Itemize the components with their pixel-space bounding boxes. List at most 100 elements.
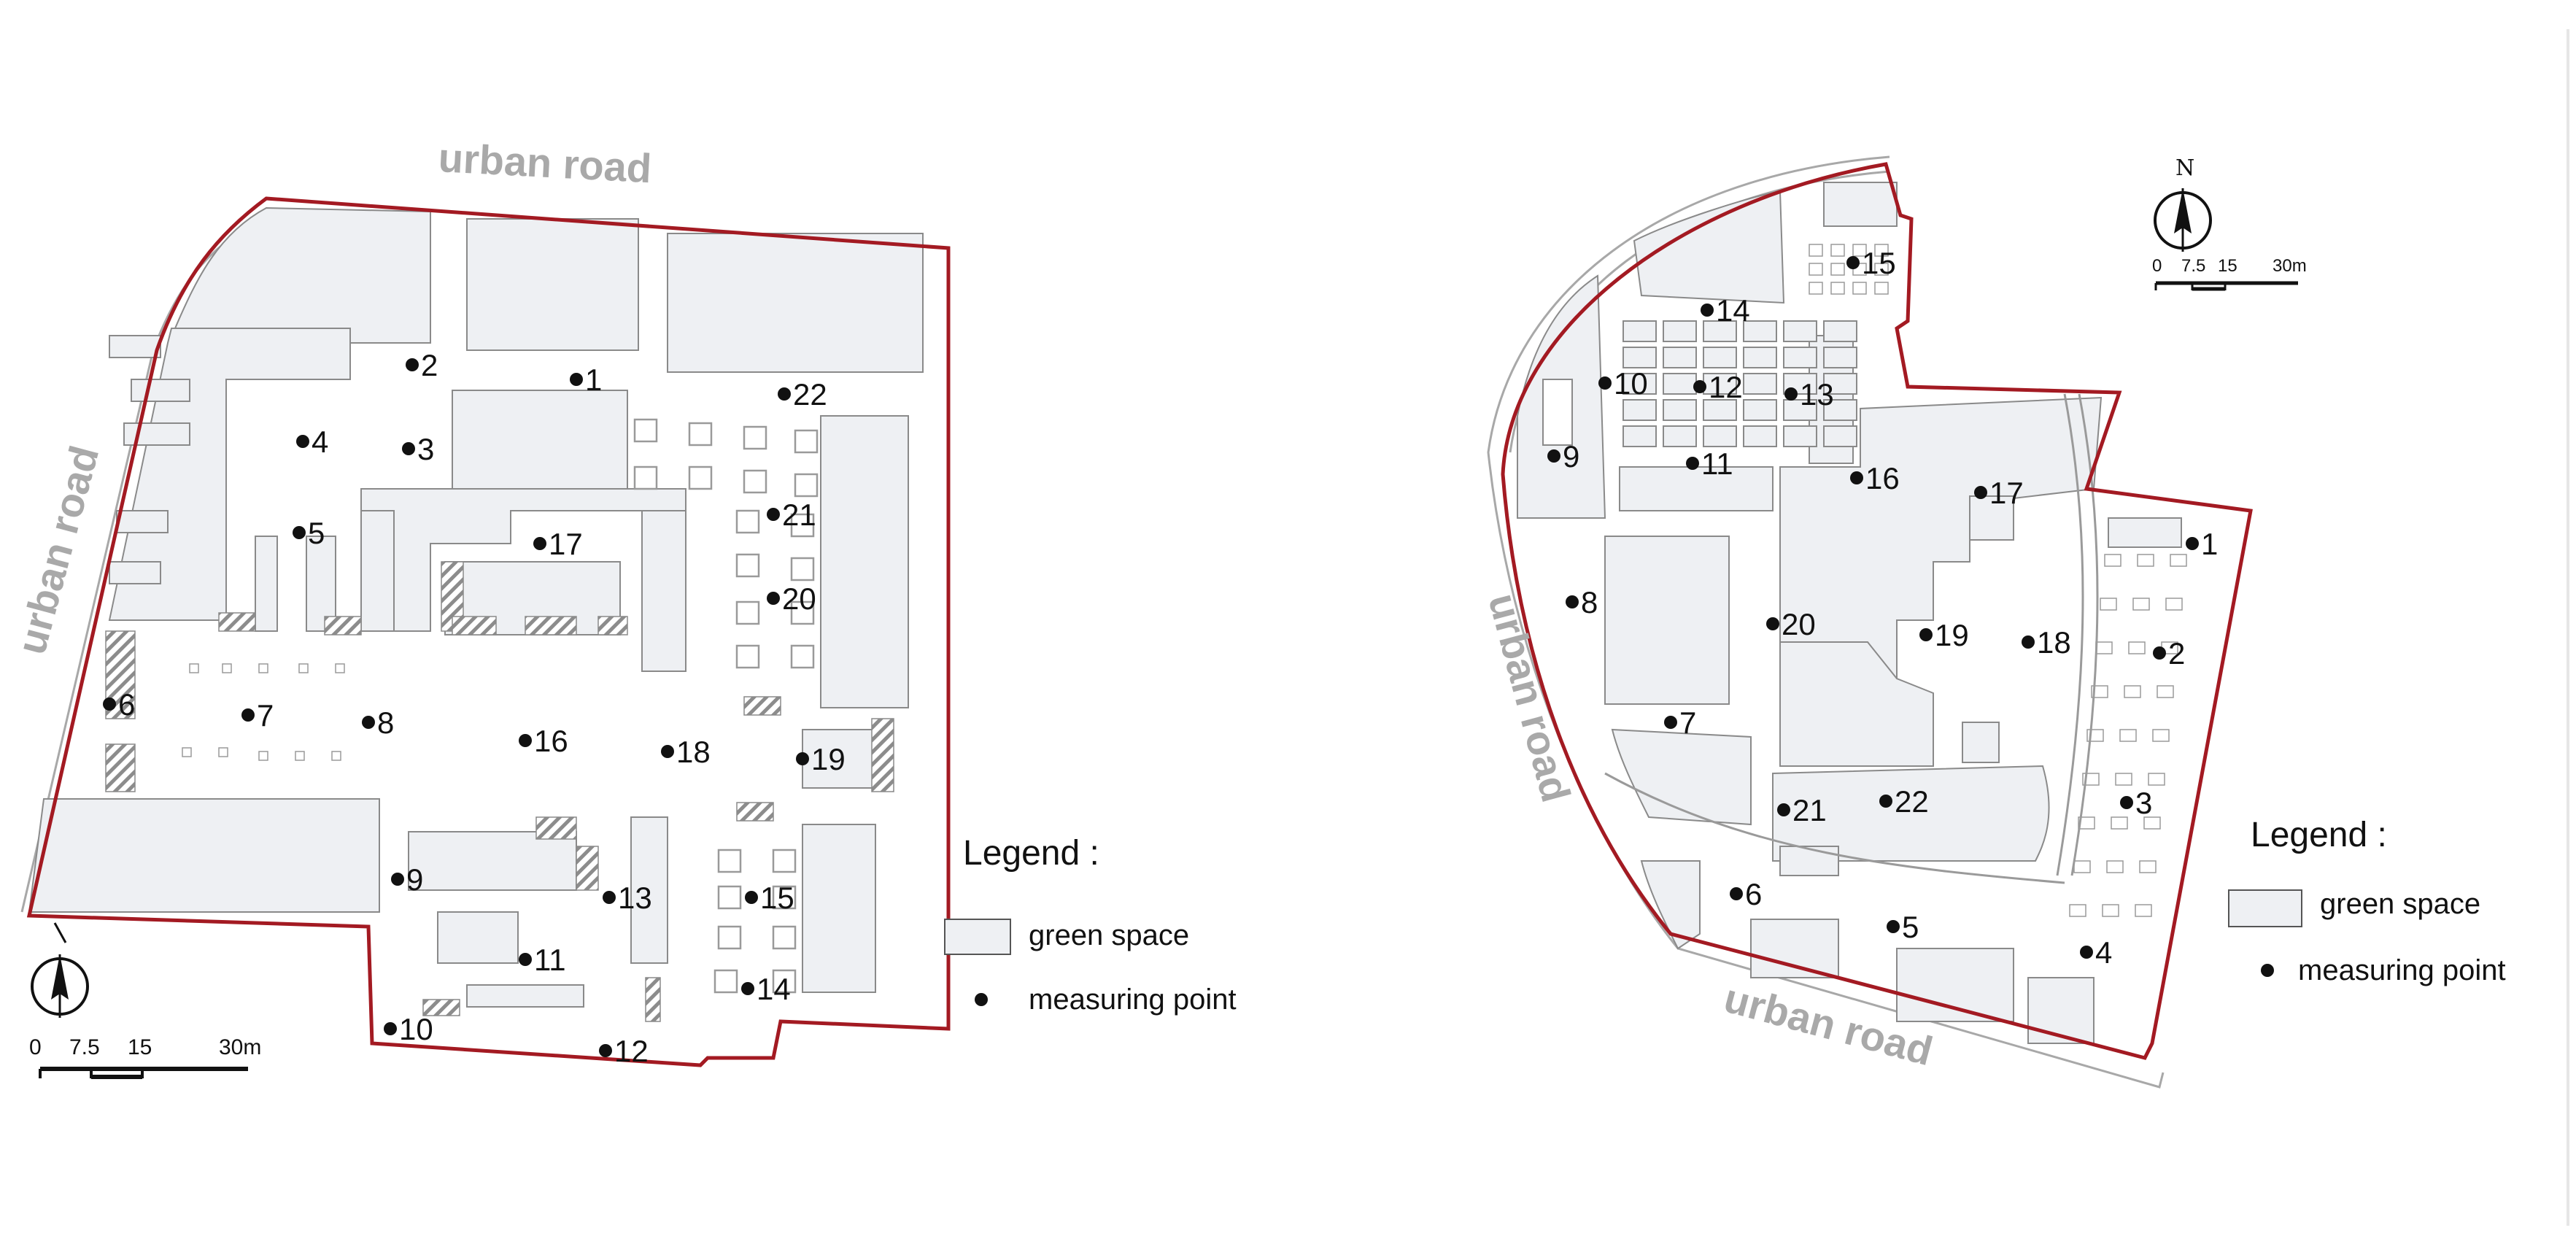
left-measuring-point-icon-18 — [661, 745, 674, 758]
left-measuring-point-label-13: 13 — [618, 881, 652, 915]
right-paving-tile — [1703, 425, 1737, 447]
right-measuring-point-icon-9 — [1547, 449, 1560, 463]
right-small-planter — [2095, 641, 2113, 654]
left-measuring-point-label-12: 12 — [614, 1034, 649, 1068]
left-measuring-point-icon-7 — [241, 708, 255, 722]
right-measuring-point-label-8: 8 — [1581, 585, 1598, 619]
right-paving-tile — [1663, 399, 1697, 421]
left-measuring-point-label-18: 18 — [676, 735, 711, 769]
right-measuring-point-label-20: 20 — [1782, 607, 1816, 641]
left-hatched-areas — [105, 561, 894, 1022]
left-measuring-point-icon-21 — [767, 508, 780, 521]
right-measuring-point-label-19: 19 — [1935, 618, 1969, 652]
right-measuring-point-label-3: 3 — [2135, 786, 2152, 820]
right-small-planter — [1874, 244, 1889, 257]
right-small-planter — [2104, 554, 2121, 567]
right-legend-point-label: measuring point — [2298, 954, 2506, 986]
left-measuring-point-label-14: 14 — [757, 972, 791, 1006]
right-small-planter — [2170, 554, 2187, 567]
right-legend-point-icon — [2261, 964, 2274, 977]
left-planters — [182, 418, 819, 994]
right-paving-tile — [1703, 347, 1737, 368]
left-measuring-point-label-8: 8 — [377, 706, 394, 740]
left-site-boundary — [26, 196, 951, 1067]
left-road-label-left: urban road — [8, 441, 108, 659]
left-measuring-point-label-1: 1 — [585, 363, 602, 397]
right-measuring-point-icon-17 — [1974, 486, 1987, 499]
left-legend-point-icon — [975, 993, 988, 1006]
right-measuring-point-label-10: 10 — [1614, 366, 1648, 401]
left-measuring-point-label-22: 22 — [793, 377, 827, 411]
left-measuring-point-icon-9 — [391, 873, 404, 886]
right-measuring-point-icon-19 — [1919, 628, 1933, 641]
right-measuring-point-label-4: 4 — [2095, 935, 2112, 970]
left-measuring-point-label-21: 21 — [782, 498, 816, 532]
right-measuring-point-label-22: 22 — [1895, 784, 1929, 819]
right-legend-green-label: green space — [2320, 888, 2480, 920]
right-measuring-point-icon-11 — [1686, 457, 1699, 470]
left-green-spaces — [28, 206, 924, 1008]
right-small-planter — [1852, 282, 1867, 295]
left-measuring-point-icon-13 — [603, 891, 616, 904]
right-paving-tile — [1622, 425, 1657, 447]
right-paving-tile — [1663, 347, 1697, 368]
right-paving-tile — [1783, 320, 1817, 342]
left-scale-tick-2: 15 — [128, 1035, 152, 1059]
right-north-arrow-icon: N — [2154, 155, 2212, 252]
right-measuring-point-icon-5 — [1887, 920, 1900, 933]
right-paving-tile — [1622, 399, 1657, 421]
right-small-planter — [1874, 263, 1889, 276]
left-measuring-point-label-10: 10 — [399, 1012, 433, 1046]
right-scale-tick-1: 7.5 — [2181, 256, 2205, 276]
right-measuring-point-label-16: 16 — [1865, 461, 1900, 495]
right-paving-tile — [1703, 399, 1737, 421]
left-scale-bar-icon: 0 7.5 15 30m — [29, 1035, 261, 1079]
right-paving-tile — [1783, 347, 1817, 368]
right-measuring-point-icon-4 — [2080, 946, 2093, 959]
right-measuring-point-label-12: 12 — [1709, 370, 1743, 404]
right-measuring-point-icon-7 — [1664, 716, 1677, 729]
right-paving-tile — [1663, 320, 1697, 342]
right-paving-tile — [1622, 320, 1657, 342]
right-measuring-point-icon-8 — [1566, 595, 1579, 608]
right-paving-tile — [1663, 425, 1697, 447]
right-measuring-point-icon-2 — [2153, 646, 2166, 660]
right-small-planter — [1809, 263, 1823, 276]
left-scale-tick-3: 30m — [219, 1035, 261, 1059]
right-measuring-point-icon-22 — [1879, 795, 1892, 808]
right-measuring-point-label-9: 9 — [1563, 439, 1579, 474]
left-measuring-point-icon-3 — [402, 442, 415, 455]
right-measuring-point-icon-21 — [1777, 803, 1790, 816]
right-scale-tick-0: 0 — [2152, 256, 2162, 276]
left-legend-green-swatch — [944, 919, 1011, 955]
left-north-arrow-icon — [31, 922, 89, 1018]
right-small-planter — [2102, 904, 2119, 917]
left-measuring-point-label-19: 19 — [811, 742, 846, 776]
right-measuring-point-icon-1 — [2186, 537, 2199, 550]
left-legend: Legend : green space measuring point — [944, 834, 1237, 1016]
right-small-planter — [2091, 685, 2108, 698]
left-measuring-point-icon-16 — [519, 734, 532, 747]
left-legend-title: Legend : — [963, 834, 1099, 873]
left-measuring-point-label-3: 3 — [417, 432, 434, 466]
right-small-planter — [2132, 598, 2150, 611]
right-measuring-point-label-18: 18 — [2037, 625, 2071, 660]
right-measuring-point-icon-10 — [1598, 376, 1612, 390]
left-measuring-point-icon-4 — [296, 435, 309, 448]
right-small-planter — [1809, 282, 1823, 295]
right-plaza-curve — [2056, 393, 2084, 876]
right-small-planter — [2106, 860, 2124, 873]
right-small-planter — [2119, 729, 2137, 742]
right-paving-grid — [1622, 244, 2187, 917]
right-paving-tile — [1823, 425, 1857, 447]
left-road-label-top: urban road — [437, 134, 652, 191]
right-small-planter — [2073, 860, 2091, 873]
right-legend: Legend : green space measuring point — [2228, 816, 2506, 986]
left-measuring-point-label-17: 17 — [549, 527, 583, 561]
left-measuring-point-label-11: 11 — [534, 943, 566, 977]
right-paving-tile — [1783, 425, 1817, 447]
right-small-planter — [1874, 282, 1889, 295]
